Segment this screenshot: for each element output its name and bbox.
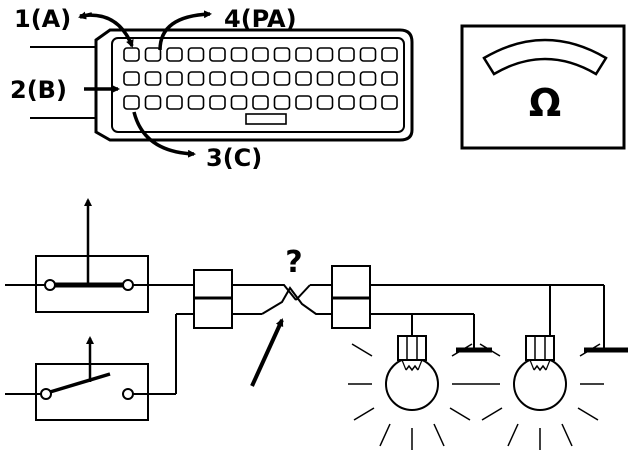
ohmmeter: Ω <box>460 24 626 150</box>
pin-cavity <box>187 95 205 110</box>
pin-cavity <box>338 71 355 86</box>
pin-cavity <box>338 47 355 62</box>
callout-label-1a: 1(A) <box>14 5 71 33</box>
callout-label-3c: 3(C) <box>206 144 262 172</box>
pin-cavity <box>359 71 377 86</box>
switch-2 <box>5 336 176 421</box>
pin-cavity <box>166 47 183 62</box>
pin-cavity <box>209 71 226 86</box>
pin-cavity <box>230 95 248 110</box>
ohm-symbol: Ω <box>529 81 561 125</box>
pin-cavity <box>166 95 183 110</box>
pin-cavity <box>187 71 205 86</box>
lamp-bulb-2 <box>476 335 604 450</box>
inline-connector-right <box>331 265 371 329</box>
pin-cavity <box>209 95 226 110</box>
pin-cavity <box>252 95 269 110</box>
connector-latch <box>245 113 287 125</box>
broken-wire <box>261 284 332 315</box>
switch-1 <box>5 198 194 313</box>
pin-cavity <box>295 95 312 110</box>
pin-cavity <box>123 71 140 86</box>
pin-cavity <box>123 95 140 110</box>
pin-cavity <box>359 47 377 62</box>
inline-connector-left <box>193 269 233 329</box>
callout-label-4pa: 4(PA) <box>224 5 297 33</box>
pin-cavity <box>381 71 398 86</box>
pin-cavity <box>144 95 162 110</box>
pin-cavity <box>252 47 269 62</box>
pin-cavity <box>209 47 226 62</box>
pin-cavity <box>187 47 205 62</box>
lamp-bulb-1 <box>348 335 476 450</box>
pin-cavity <box>338 95 355 110</box>
pin-cavity <box>316 95 334 110</box>
pin-cavity <box>295 47 312 62</box>
fault-pointer-arrow <box>250 318 284 387</box>
pin-cavity <box>273 95 291 110</box>
connector-callouts: 1(A) 4(PA) 2(B) 3(C) <box>10 5 297 172</box>
connector <box>30 28 414 142</box>
pin-cavity <box>166 71 183 86</box>
pin-cavity <box>230 71 248 86</box>
pin-cavity <box>316 47 334 62</box>
pin-cavity <box>273 71 291 86</box>
unknown-fault-marker: ? <box>285 245 302 280</box>
pin-cavity <box>144 47 162 62</box>
pin-cavity <box>273 47 291 62</box>
meter-scale-arc <box>482 38 608 76</box>
pin-cavity <box>316 71 334 86</box>
pin-cavity <box>123 47 140 62</box>
pin-cavity <box>230 47 248 62</box>
pin-cavity <box>381 47 398 62</box>
pin-cavity <box>359 95 377 110</box>
pin-cavity <box>252 71 269 86</box>
pin-cavity <box>381 95 398 110</box>
callout-label-2b: 2(B) <box>10 76 67 104</box>
pin-cavity <box>295 71 312 86</box>
connector-pin-grid <box>123 47 398 125</box>
pin-cavity <box>144 71 162 86</box>
